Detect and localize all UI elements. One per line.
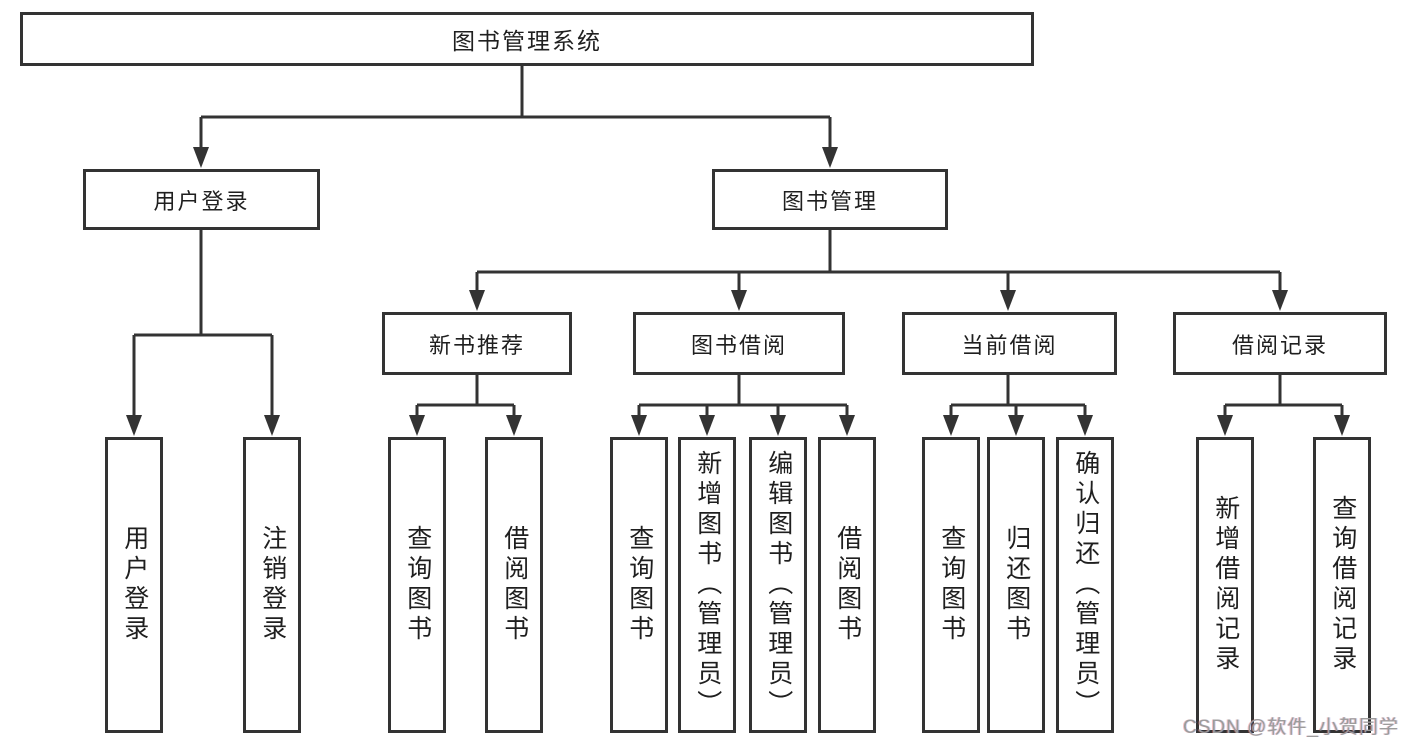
node-label: 查询图书: [937, 525, 966, 645]
node-label: 新增借阅记录: [1211, 495, 1240, 675]
node-leaf-query-books-2: 查询图书: [610, 437, 668, 733]
node-label: 图书管理系统: [452, 28, 602, 54]
node-book-borrow: 图书借阅: [633, 312, 845, 375]
node-leaf-edit-books-admin: 编辑图书（管理员）: [749, 437, 807, 733]
node-book-management: 图书管理: [712, 169, 948, 230]
node-label: 图书借阅: [690, 332, 787, 358]
node-label: 查询图书: [403, 525, 432, 645]
node-leaf-query-books-3: 查询图书: [922, 437, 980, 733]
node-user-login: 用户登录: [83, 169, 320, 230]
node-label: 当前借阅: [961, 332, 1058, 358]
watermark: CSDN @软件_小贺同学: [1183, 717, 1399, 738]
node-leaf-add-books-admin: 新增图书（管理员）: [678, 437, 736, 733]
node-label: 用户登录: [120, 525, 149, 645]
node-leaf-borrow-books-1: 借阅图书: [485, 437, 543, 733]
node-label: 编辑图书（管理员）: [764, 450, 793, 720]
node-label: 图书管理: [781, 188, 878, 214]
node-root: 图书管理系统: [20, 12, 1034, 66]
node-new-book-recommend: 新书推荐: [382, 312, 572, 375]
node-label: 新增图书（管理员）: [693, 450, 722, 720]
node-leaf-add-borrow-record: 新增借阅记录: [1196, 437, 1254, 733]
node-label: 用户登录: [153, 188, 250, 214]
node-borrow-records: 借阅记录: [1173, 312, 1387, 375]
node-label: 新书推荐: [428, 332, 525, 358]
node-label: 注销登录: [258, 525, 287, 645]
node-leaf-query-borrow-record: 查询借阅记录: [1313, 437, 1371, 733]
node-leaf-query-books-1: 查询图书: [388, 437, 446, 733]
node-leaf-borrow-books-2: 借阅图书: [818, 437, 876, 733]
node-leaf-user-login: 用户登录: [105, 437, 163, 733]
node-label: 确认归还（管理员）: [1071, 450, 1100, 720]
node-label: 查询借阅记录: [1328, 495, 1357, 675]
node-label: 归还图书: [1002, 525, 1031, 645]
node-current-borrow: 当前借阅: [902, 312, 1117, 375]
node-label: 查询图书: [625, 525, 654, 645]
node-label: 借阅图书: [500, 525, 529, 645]
node-label: 借阅图书: [833, 525, 862, 645]
node-leaf-logout: 注销登录: [243, 437, 301, 733]
node-leaf-return-books: 归还图书: [987, 437, 1045, 733]
node-leaf-confirm-return-admin: 确认归还（管理员）: [1056, 437, 1114, 733]
node-label: 借阅记录: [1231, 332, 1328, 358]
